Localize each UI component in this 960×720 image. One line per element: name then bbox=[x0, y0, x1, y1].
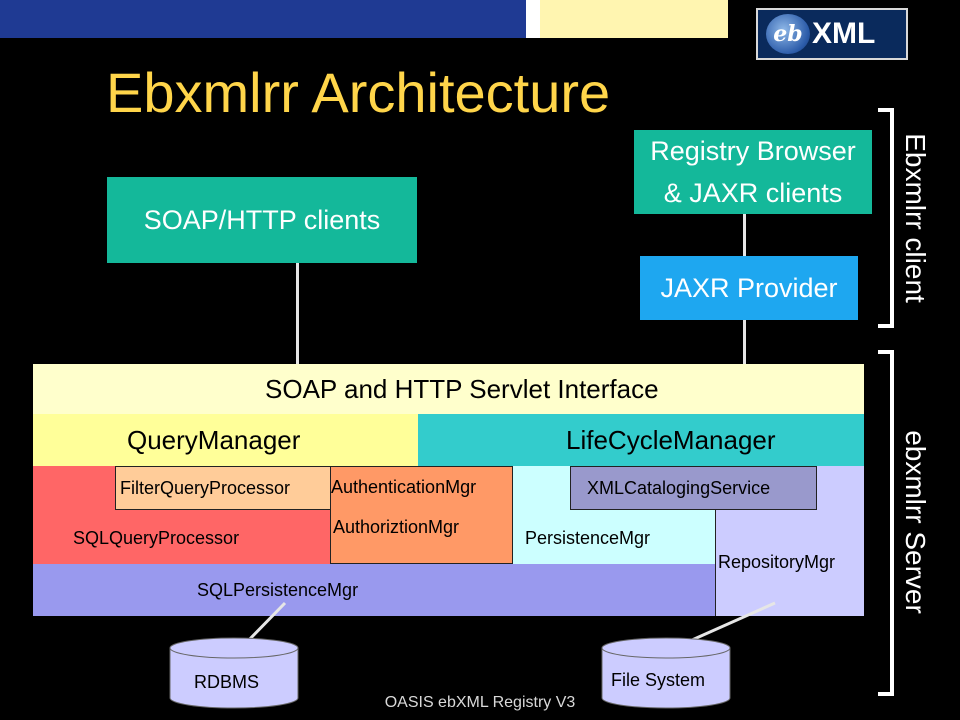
registry-browser-line2: & JAXR clients bbox=[663, 178, 843, 208]
client-side-label: Ebxmlrr client bbox=[900, 133, 931, 303]
servlet-interface-label: SOAP and HTTP Servlet Interface bbox=[265, 373, 659, 404]
rdbms-cylinder-icon bbox=[169, 637, 299, 709]
header-bar-divider bbox=[526, 0, 540, 38]
xml-cataloging-service-label: XMLCatalogingService bbox=[587, 477, 771, 498]
xml-cataloging-service-box: XMLCatalogingService bbox=[570, 466, 817, 510]
repository-mgr-label: RepositoryMgr bbox=[718, 552, 836, 572]
lifecycle-manager-label: LifeCycleManager bbox=[566, 424, 776, 455]
client-bracket bbox=[878, 108, 894, 328]
file-system-cylinder-icon bbox=[601, 637, 731, 709]
logo-text: XML bbox=[812, 17, 876, 50]
header-bar-yellow bbox=[540, 0, 728, 38]
registry-browser-box: Registry Browser & JAXR clients bbox=[634, 130, 872, 214]
soap-connector-line bbox=[296, 263, 299, 364]
header-bar-blue bbox=[0, 0, 526, 38]
server-side-label: ebxmlrr Server bbox=[900, 430, 931, 614]
filesystem-connector-line bbox=[682, 601, 776, 646]
auth-mgr-box: AuthenticationMgr AuthoriztionMgr bbox=[330, 466, 513, 564]
jaxr-provider-box: JAXR Provider bbox=[640, 256, 858, 320]
authorization-mgr-label: AuthoriztionMgr bbox=[333, 517, 460, 537]
sql-query-processor-label: SQLQueryProcessor bbox=[73, 528, 240, 548]
soap-http-clients-box: SOAP/HTTP clients bbox=[107, 177, 417, 263]
globe-icon: eb bbox=[766, 14, 810, 54]
sql-persistence-mgr-label: SQLPersistenceMgr bbox=[197, 580, 359, 600]
registry-browser-line1: Registry Browser bbox=[650, 136, 856, 166]
file-system-label: File System bbox=[611, 670, 706, 690]
jaxr-connector-line bbox=[743, 320, 746, 364]
sql-persistence-mgr-box: SQLPersistenceMgr bbox=[33, 564, 715, 616]
ebxml-logo: eb XML bbox=[756, 8, 908, 60]
soap-http-clients-label: SOAP/HTTP clients bbox=[143, 205, 381, 235]
servlet-interface-layer: SOAP and HTTP Servlet Interface bbox=[33, 364, 864, 414]
rdbms-label: RDBMS bbox=[194, 672, 260, 692]
lifecycle-manager-box: LifeCycleManager bbox=[418, 414, 864, 466]
jaxr-provider-label: JAXR Provider bbox=[660, 272, 838, 303]
query-manager-box: QueryManager bbox=[33, 414, 418, 466]
server-side-label-wrap: ebxmlrr Server bbox=[815, 430, 960, 614]
filter-query-processor-label: FilterQueryProcessor bbox=[120, 477, 291, 498]
server-bracket bbox=[878, 350, 894, 696]
browser-connector-line bbox=[743, 214, 746, 256]
filter-query-processor-box: FilterQueryProcessor bbox=[115, 466, 331, 510]
client-side-label-wrap: Ebxmlrr client bbox=[815, 133, 960, 303]
footer: OASIS ebXML Registry V3 bbox=[384, 694, 576, 711]
query-manager-label: QueryManager bbox=[127, 424, 301, 455]
persistence-mgr-label: PersistenceMgr bbox=[525, 528, 651, 548]
authentication-mgr-label: AuthenticationMgr bbox=[331, 477, 477, 497]
logo-emblem: eb bbox=[773, 21, 803, 47]
page-title: Ebxmlrr Architecture bbox=[106, 61, 611, 124]
